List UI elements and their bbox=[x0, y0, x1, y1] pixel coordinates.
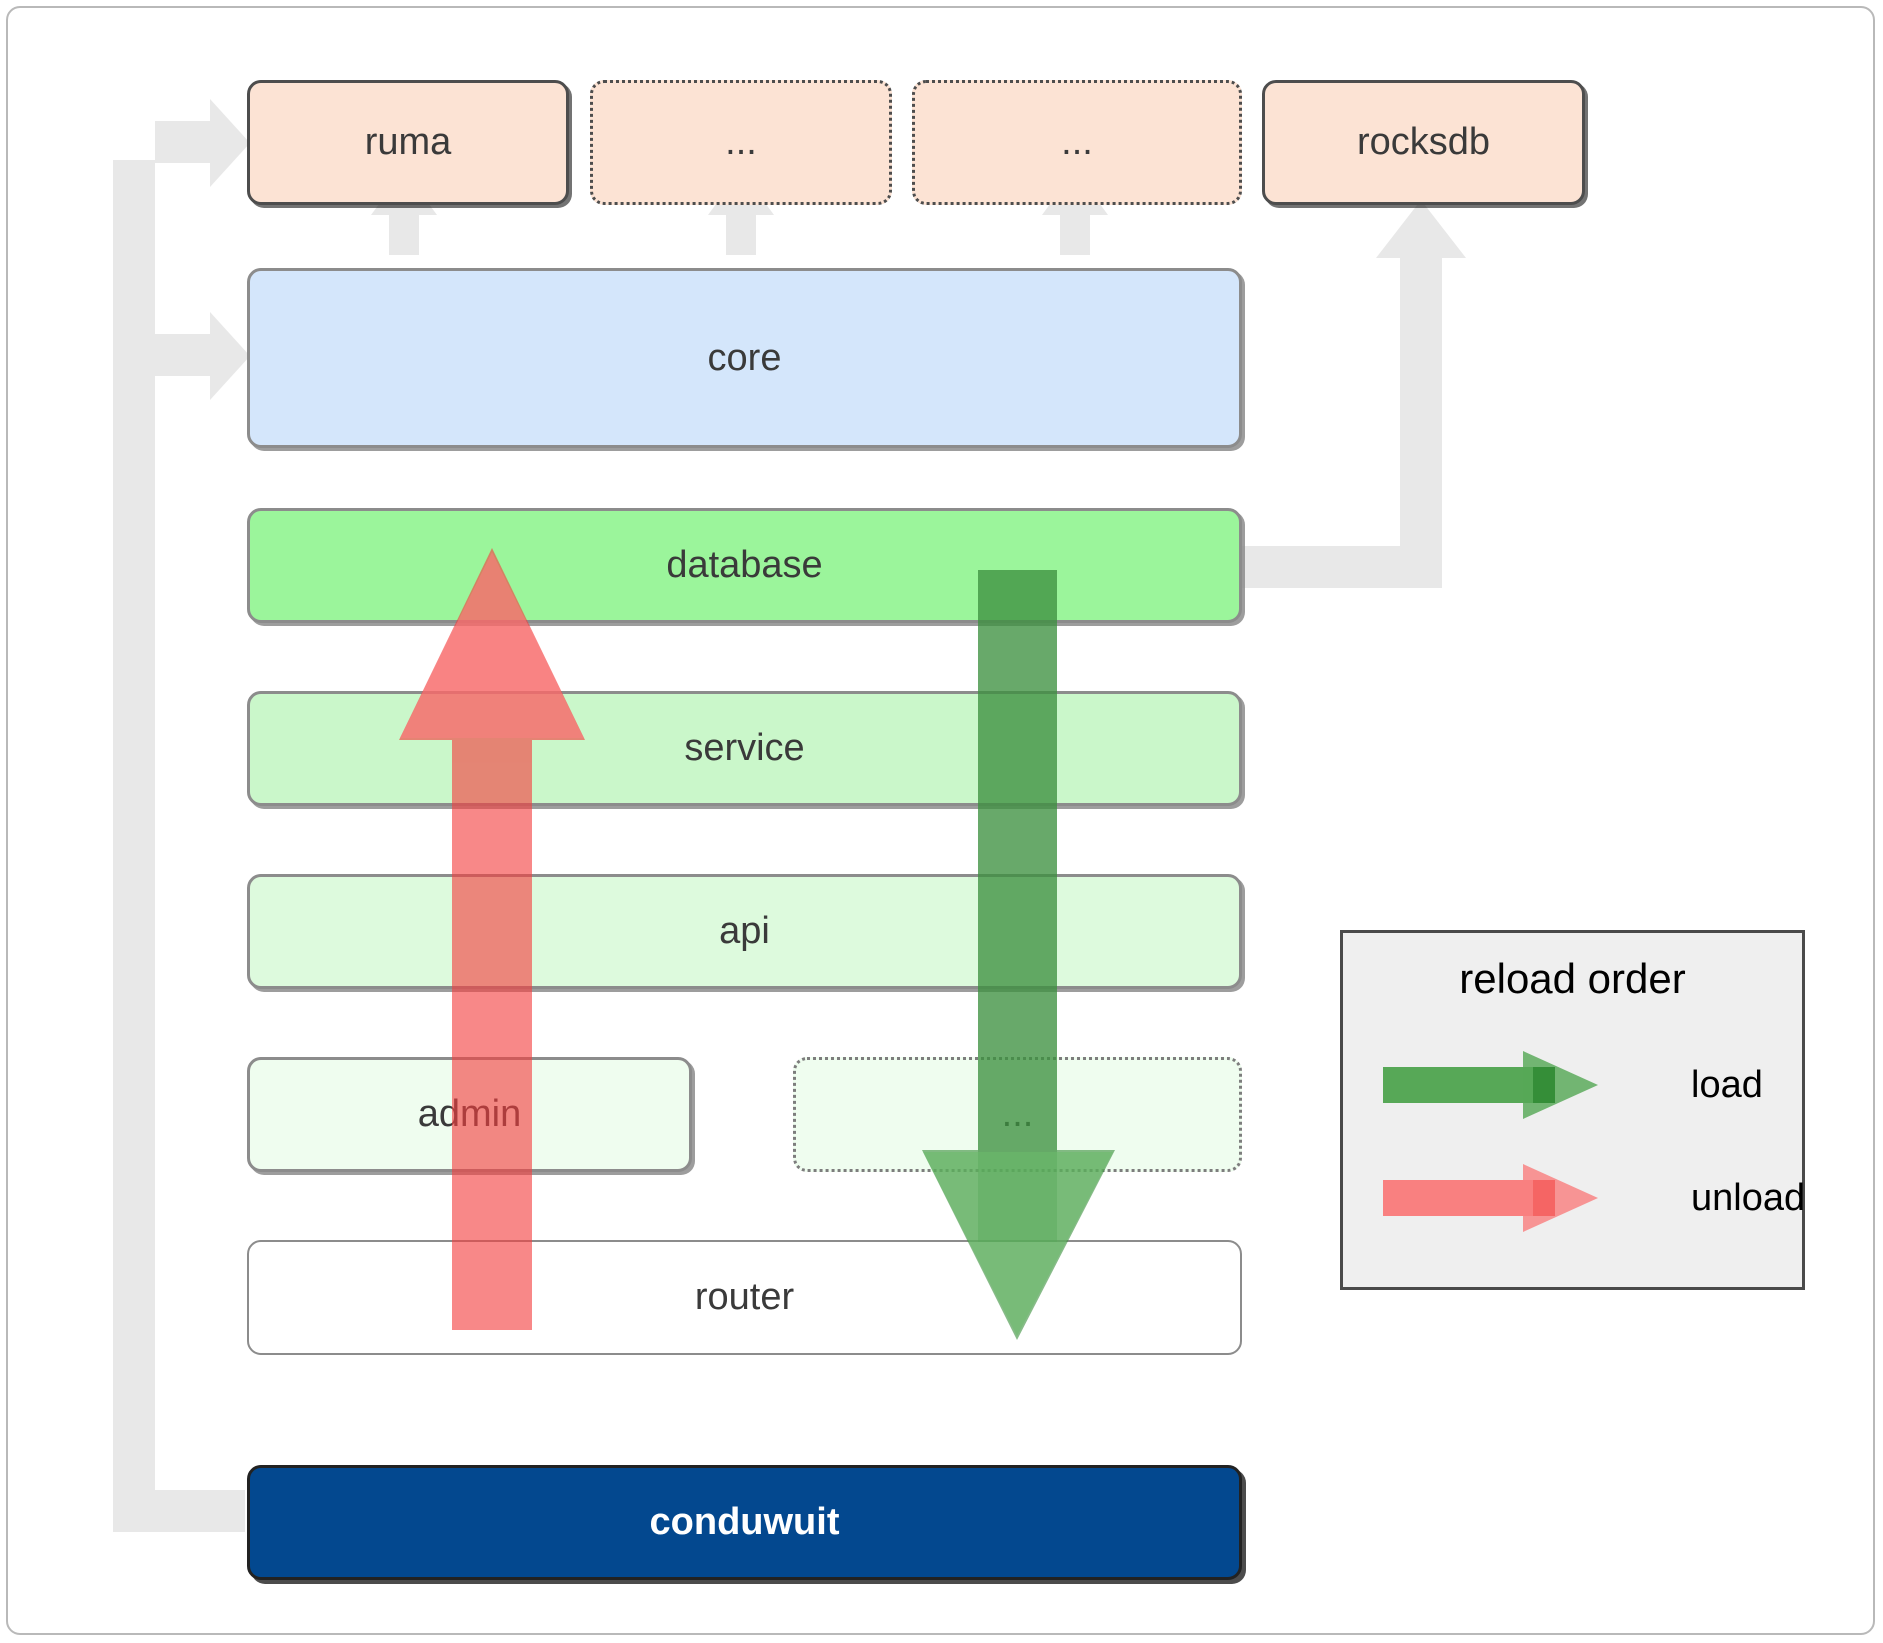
node-service-label: service bbox=[684, 727, 805, 769]
node-ruma[interactable]: ruma bbox=[247, 80, 569, 205]
node-conduwuit-label: conduwuit bbox=[649, 1501, 840, 1543]
node-service[interactable]: service bbox=[247, 691, 1242, 806]
legend-item-load-label: load bbox=[1691, 1063, 1763, 1106]
node-router-label: router bbox=[694, 1276, 795, 1318]
node-database-label: database bbox=[666, 544, 823, 586]
node-api-label: api bbox=[719, 910, 770, 952]
node-admin-label: admin bbox=[417, 1093, 522, 1135]
node-api[interactable]: api bbox=[247, 874, 1242, 989]
legend-panel: reload order load bbox=[1340, 930, 1805, 1290]
arrow-right-icon bbox=[1383, 1051, 1598, 1119]
node-database[interactable]: database bbox=[247, 508, 1242, 623]
node-dependency-placeholder-1-label: ... bbox=[725, 121, 757, 163]
arrow-right-icon bbox=[1383, 1164, 1598, 1232]
node-dependency-placeholder-2-label: ... bbox=[1061, 121, 1093, 163]
node-core-label: core bbox=[707, 336, 782, 379]
legend-item-unload: unload bbox=[1343, 1158, 1806, 1238]
node-service-placeholder[interactable]: ... bbox=[793, 1057, 1242, 1172]
node-conduwuit[interactable]: conduwuit bbox=[247, 1465, 1242, 1580]
legend-item-load: load bbox=[1343, 1045, 1802, 1125]
node-dependency-placeholder-2[interactable]: ... bbox=[912, 80, 1242, 205]
node-admin[interactable]: admin bbox=[247, 1057, 692, 1172]
node-dependency-placeholder-1[interactable]: ... bbox=[590, 80, 892, 205]
legend-title: reload order bbox=[1459, 955, 1686, 1002]
node-rocksdb[interactable]: rocksdb bbox=[1262, 80, 1585, 205]
node-core[interactable]: core bbox=[247, 268, 1242, 448]
legend-item-unload-label: unload bbox=[1691, 1176, 1806, 1219]
load-arrow-swatch bbox=[1383, 1045, 1613, 1125]
node-router[interactable]: router bbox=[247, 1240, 1242, 1355]
unload-arrow-swatch bbox=[1383, 1158, 1613, 1238]
diagram-frame bbox=[6, 6, 1875, 1635]
node-ruma-label: ruma bbox=[364, 121, 452, 163]
node-rocksdb-label: rocksdb bbox=[1356, 121, 1491, 163]
node-service-placeholder-label: ... bbox=[1001, 1093, 1034, 1135]
